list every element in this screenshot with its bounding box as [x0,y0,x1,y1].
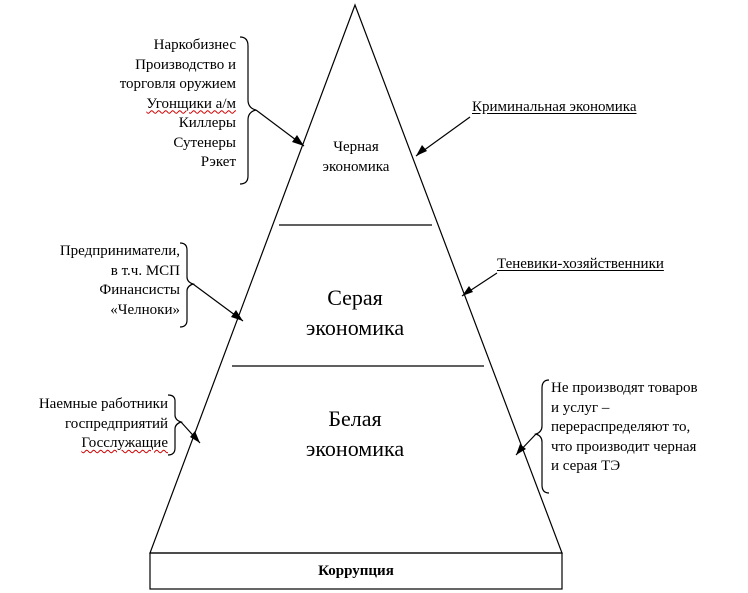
gray-economy-actors: Предприниматели, в т.ч. МСП Финансисты «… [59,243,180,318]
brace-note [534,379,550,494]
brace-gray [179,242,195,328]
brace-black [239,36,257,185]
shadow-businessmen-label: Теневики-хозяйственники [497,256,664,272]
arrowhead [190,431,200,443]
redistribution-note: Не производят товаров и услуг – перерасп… [551,380,698,474]
arrowhead [416,145,427,156]
arrowhead [462,286,473,296]
criminal-economy-label: Криминальная экономика [472,99,637,115]
tier-gray-label: Серая экономика [305,285,405,340]
brace-white [167,394,183,456]
arrowhead [292,135,304,146]
tier-black-label: Черная экономика [322,139,390,175]
arrowhead [231,310,243,321]
arrowhead [516,444,526,455]
white-economy-actors: Наемные работники госпредприятий Госслуж… [38,396,168,451]
corruption-bar [149,552,563,590]
tier-white-label: Белая экономика [305,406,405,461]
black-economy-actors: Наркобизнес Производство и торговля оруж… [119,37,236,170]
corruption-label: Коррупция [318,563,394,579]
